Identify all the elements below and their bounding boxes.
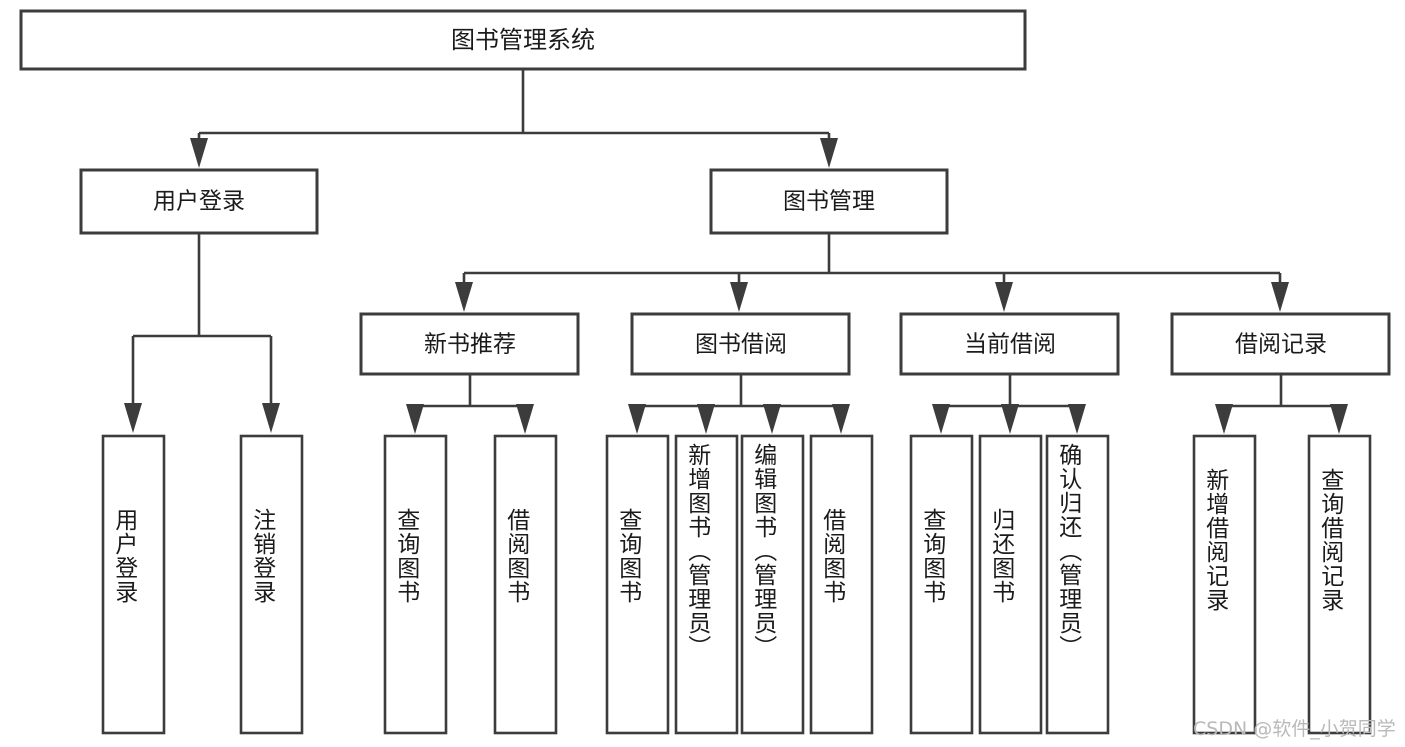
arrowhead-br-leaf-2 [1330, 404, 1348, 434]
node-user-login[interactable]: 用户登录 [79, 168, 319, 235]
arrowhead-cb-leaf-3 [1068, 404, 1086, 434]
node-user-login-label: 用户登录 [153, 189, 245, 215]
leaf-box-bb-3[interactable] [740, 434, 805, 735]
leaf-box-user-login-1[interactable] [101, 434, 166, 735]
node-borrow-record-box[interactable] [1170, 312, 1391, 376]
leaf-box-bb-4[interactable] [809, 434, 874, 735]
arrowhead-nbr-leaf-2 [516, 404, 534, 434]
node-book-manage-box[interactable] [709, 168, 949, 235]
node-root[interactable]: 图书管理系统 [19, 9, 1027, 71]
arrowhead-bb-leaf-3 [763, 404, 781, 434]
leaf-box-nbr-1[interactable] [383, 434, 448, 735]
node-book-borrow-label: 图书借阅 [695, 332, 787, 358]
node-new-book-recommend[interactable]: 新书推荐 [359, 312, 580, 376]
leaf-box-cb-1[interactable] [909, 434, 974, 735]
leaf-box-cb-2[interactable] [978, 434, 1043, 735]
leaf-box-cb-3[interactable] [1045, 434, 1110, 735]
csdn-watermark: CSDN @软件_小贺同学 [1193, 718, 1396, 740]
arrowhead-to-book-borrow [730, 282, 748, 312]
arrowhead-br-leaf-1 [1215, 404, 1233, 434]
arrowhead-to-current-borrow [995, 282, 1013, 312]
node-book-manage[interactable]: 图书管理 [709, 168, 949, 235]
node-current-borrow-label: 当前借阅 [964, 332, 1056, 358]
arrowhead-cb-leaf-1 [932, 404, 950, 434]
leaf-box-bb-1[interactable] [605, 434, 670, 735]
node-root-label: 图书管理系统 [451, 26, 595, 54]
arrowhead-to-new-book [455, 282, 473, 312]
leaf-box-br-2[interactable] [1307, 434, 1372, 735]
node-current-borrow[interactable]: 当前借阅 [899, 312, 1120, 376]
arrowhead-user-login-leaf-2 [262, 403, 280, 433]
node-new-book-recommend-label: 新书推荐 [424, 332, 516, 358]
arrowhead-bb-leaf-1 [628, 404, 646, 434]
arrowhead-to-borrow-record [1271, 282, 1289, 312]
node-current-borrow-box[interactable] [899, 312, 1120, 376]
node-new-book-recommend-box[interactable] [359, 312, 580, 376]
node-book-borrow-box[interactable] [630, 312, 851, 376]
leaf-box-user-login-2[interactable] [239, 434, 304, 735]
arrowhead-nbr-leaf-1 [406, 404, 424, 434]
node-root-box[interactable] [19, 9, 1027, 71]
arrowhead-to-book-manage [820, 138, 838, 168]
node-borrow-record[interactable]: 借阅记录 [1170, 312, 1391, 376]
leaf-box-br-1[interactable] [1192, 434, 1257, 735]
arrowhead-user-login-leaf-1 [124, 403, 142, 433]
arrowhead-bb-leaf-4 [832, 404, 850, 434]
arrowhead-to-user-login [190, 138, 208, 168]
node-book-manage-label: 图书管理 [783, 189, 875, 215]
node-book-borrow[interactable]: 图书借阅 [630, 312, 851, 376]
leaf-box-bb-2[interactable] [674, 434, 739, 735]
leaf-box-nbr-2[interactable] [493, 434, 558, 735]
node-borrow-record-label: 借阅记录 [1235, 332, 1327, 358]
arrowhead-cb-leaf-2 [1001, 404, 1019, 434]
arrowhead-bb-leaf-2 [697, 404, 715, 434]
